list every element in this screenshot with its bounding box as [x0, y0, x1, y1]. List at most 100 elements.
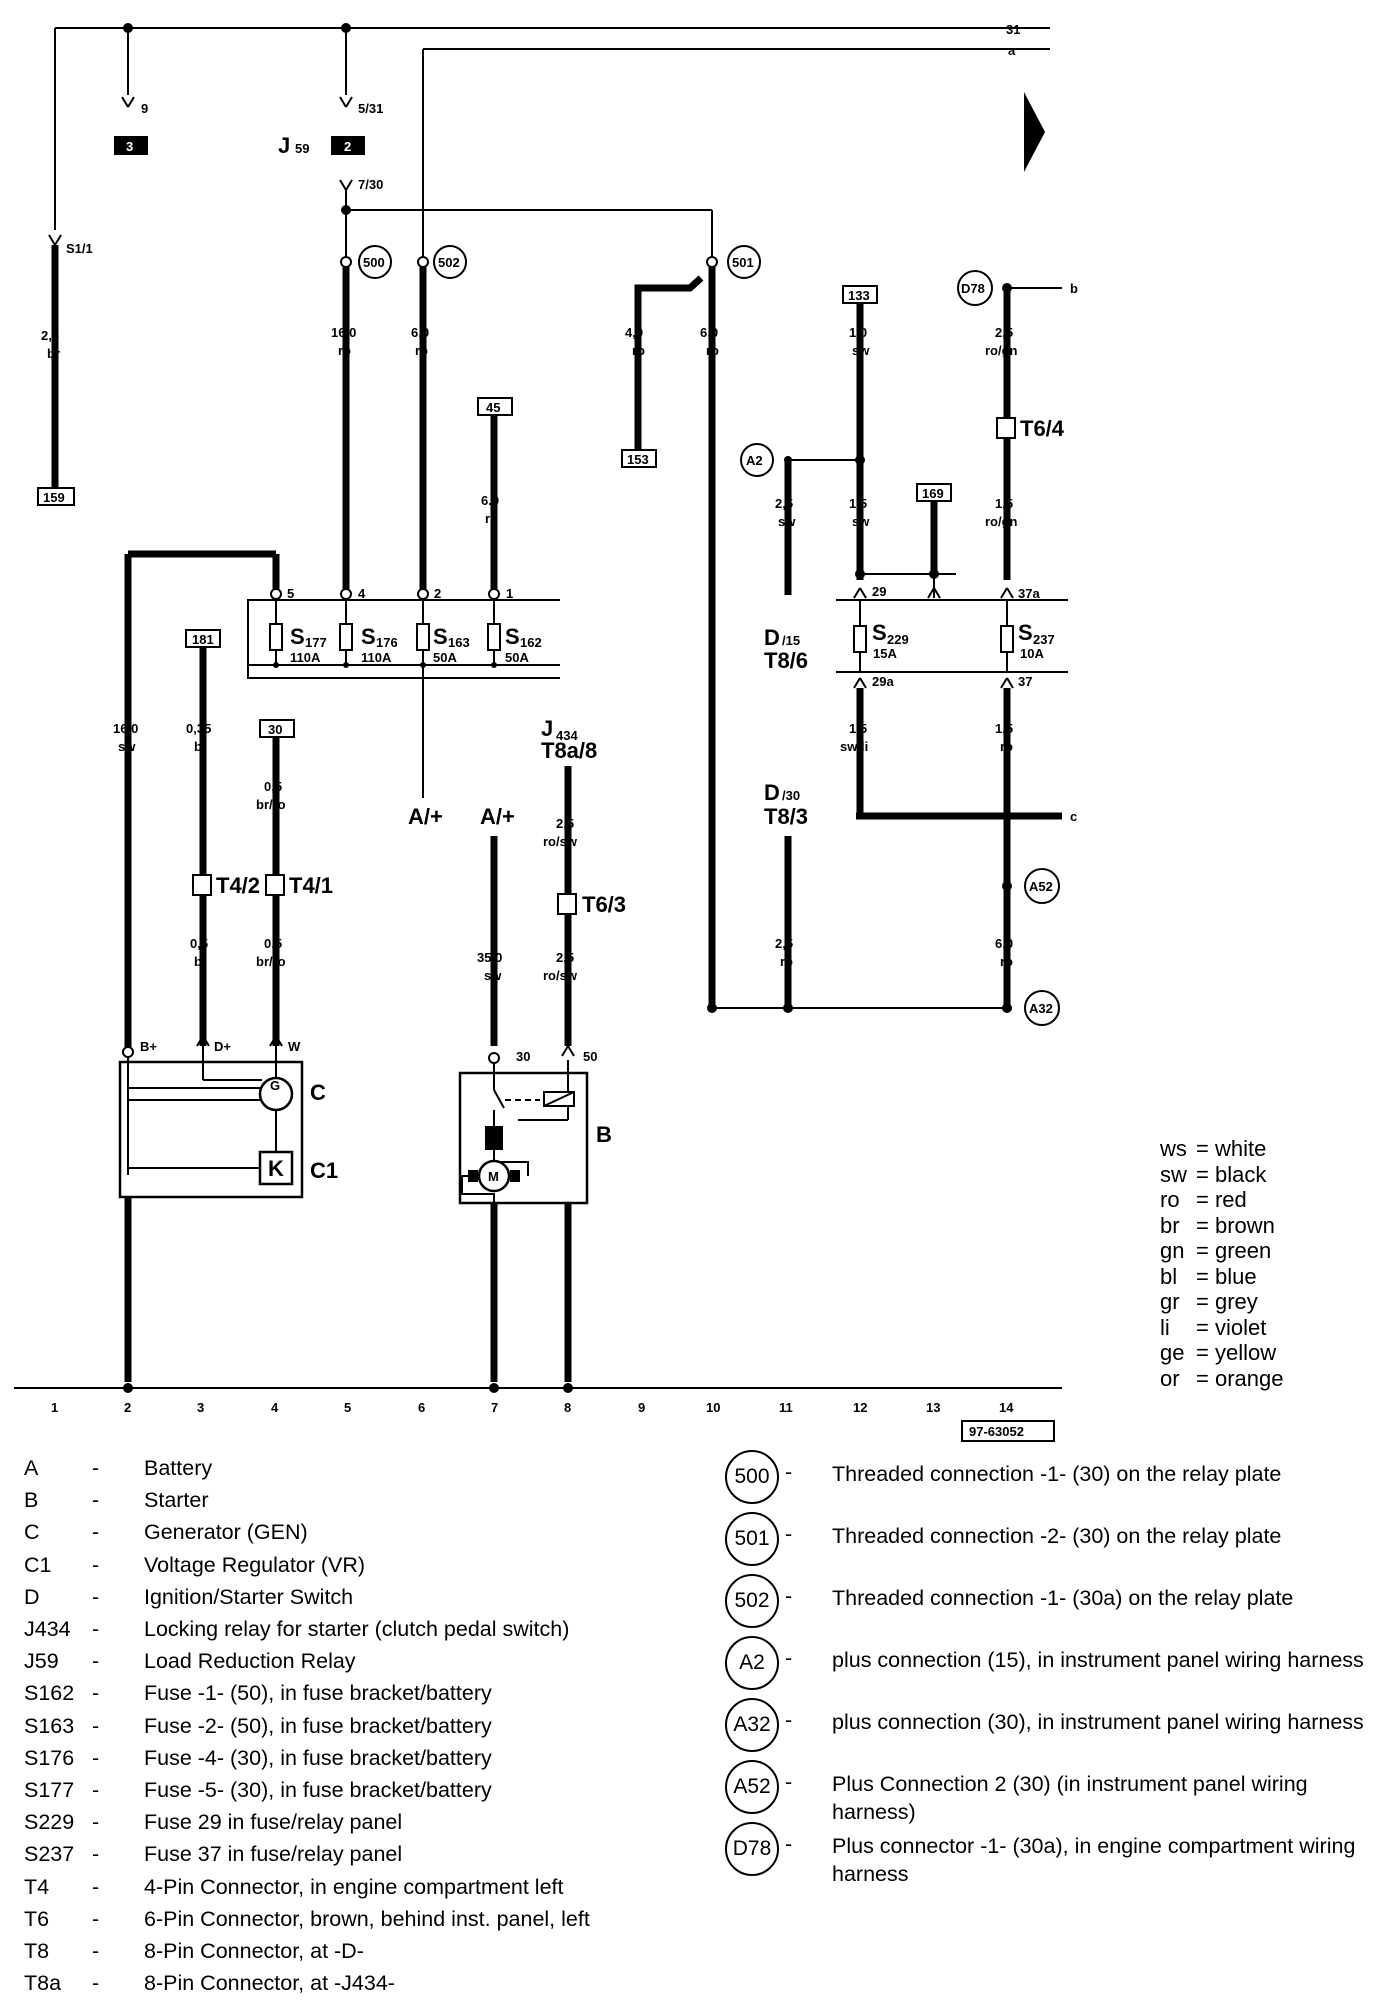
- starter: 30 50 M B: [458, 1045, 612, 1210]
- legend-code: S237: [24, 1842, 75, 1867]
- wire-size: 2,5: [41, 328, 59, 343]
- gen-pin-d: D+: [214, 1039, 231, 1054]
- legend-dash: -: [92, 1456, 100, 1480]
- legend-dash: -: [785, 1522, 793, 1546]
- wiring-diagram: 31 a S1/1 2,5 br 159 9 3 5/31 J 59 2 7/3…: [14, 22, 1078, 1442]
- legend-desc: Threaded connection -1- (30) on the rela…: [832, 1462, 1282, 1486]
- relay-terminal-3: [114, 136, 148, 155]
- legend-code: C1: [24, 1552, 52, 1577]
- color-code: or: [1160, 1365, 1180, 1391]
- connection-legend-row: 500-Threaded connection -1- (30) on the …: [725, 1450, 1365, 1512]
- svg-text:sw: sw: [778, 514, 796, 529]
- svg-text:16,0: 16,0: [113, 721, 138, 736]
- legend-desc: plus connection (30), in instrument pane…: [832, 1710, 1364, 1734]
- legend-dash: -: [92, 1713, 100, 1738]
- svg-text:176: 176: [376, 635, 398, 650]
- color-code: gr: [1160, 1289, 1180, 1314]
- fuse-s162: S 162 50A: [487, 600, 542, 665]
- svg-text:1,5: 1,5: [995, 496, 1013, 511]
- track-numbers: 1 2 3 4 5 6 7 8 9 10 11 12 13 14: [51, 1400, 1014, 1415]
- fuse-block-pin: 1: [506, 586, 513, 601]
- connection-circle: 501: [725, 1512, 779, 1566]
- connection-legend-row: A2-plus connection (15), in instrument p…: [725, 1636, 1365, 1698]
- svg-text:6,0: 6,0: [995, 936, 1013, 951]
- legend-desc: Ignition/Starter Switch: [144, 1584, 354, 1609]
- legend-desc: 8-Pin Connector, at -J434-: [144, 1971, 395, 1996]
- svg-text:50A: 50A: [505, 650, 529, 665]
- connection-legend-row: D78-Plus connector -1- (30a), in engine …: [725, 1822, 1365, 1886]
- connector-t63: T6/3: [582, 892, 626, 917]
- generator-regulator: G K B+ D+ W C C1: [118, 1035, 338, 1199]
- svg-text:0,35: 0,35: [186, 721, 211, 736]
- svg-text:ro: ro: [632, 343, 645, 358]
- legend-code: T4: [24, 1874, 50, 1899]
- svg-text:M: M: [488, 1169, 499, 1184]
- wire-color: br: [47, 346, 60, 361]
- svg-text:2: 2: [344, 139, 351, 154]
- legend-desc: Locking relay for starter (clutch pedal …: [144, 1617, 570, 1642]
- legend-dash: -: [92, 1617, 100, 1642]
- color-name: = red: [1196, 1187, 1247, 1212]
- legend-desc: Plus Connection 2 (30) (in instrument pa…: [832, 1772, 1308, 1824]
- legend-code: S177: [24, 1778, 75, 1803]
- svg-text:S: S: [1018, 620, 1033, 645]
- legend-code: S163: [24, 1713, 75, 1738]
- legend-code: J59: [24, 1649, 59, 1674]
- color-key-row: ro= red: [1160, 1187, 1283, 1213]
- starter-label: B: [596, 1122, 612, 1147]
- color-key-row: sw = black: [1160, 1162, 1283, 1188]
- battery-plus-label-2: A/+: [480, 804, 515, 829]
- ref-box-159: [37, 487, 75, 506]
- pin-730: 7/30: [358, 177, 383, 192]
- svg-text:S: S: [361, 624, 376, 649]
- ignition-switch-d15: D: [764, 625, 780, 650]
- svg-text:35,0: 35,0: [477, 950, 502, 965]
- legend-code: S229: [24, 1810, 75, 1835]
- color-name: = black: [1196, 1161, 1267, 1187]
- legend-row: T4-4-Pin Connector, in engine compartmen…: [24, 1871, 590, 1903]
- legend-dash: -: [92, 1939, 100, 1964]
- svg-text:50A: 50A: [433, 650, 457, 665]
- j434-label: J: [541, 716, 553, 741]
- svg-text:6,0: 6,0: [700, 325, 718, 340]
- svg-text:12: 12: [853, 1400, 867, 1415]
- bus-31-label: 31: [1006, 22, 1020, 37]
- svg-text:A52: A52: [1029, 879, 1053, 894]
- connector-t8a8: T8a/8: [541, 738, 597, 763]
- svg-text:15A: 15A: [873, 646, 897, 661]
- svg-text:501: 501: [732, 255, 754, 270]
- svg-text:S: S: [290, 624, 305, 649]
- svg-text:45: 45: [486, 400, 500, 415]
- legend-desc: Fuse -5- (30), in fuse bracket/battery: [144, 1778, 492, 1803]
- fuse-s176: S 176 110A: [339, 600, 398, 665]
- legend-dash: -: [92, 1584, 100, 1609]
- svg-text:11: 11: [779, 1400, 793, 1415]
- legend-dash: -: [92, 1649, 100, 1674]
- legend-code: D: [24, 1584, 40, 1609]
- legend-row: A-Battery: [24, 1452, 590, 1484]
- legend-desc: 8-Pin Connector, at -D-: [144, 1939, 364, 1964]
- svg-text:ro: ro: [338, 343, 351, 358]
- legend-code: T8: [24, 1939, 50, 1964]
- legend-desc: Fuse 37 in fuse/relay panel: [144, 1842, 403, 1867]
- legend-row: T8a-8-Pin Connector, at -J434-: [24, 1967, 590, 1999]
- voltage-regulator-symbol: [258, 1150, 294, 1186]
- color-code: sw: [1160, 1161, 1187, 1187]
- color-name: = white: [1196, 1136, 1267, 1161]
- svg-text:4,0: 4,0: [625, 325, 643, 340]
- svg-text:181: 181: [192, 632, 214, 647]
- fuse-block-pin: 4: [358, 586, 366, 601]
- connection-circle: 500: [725, 1450, 779, 1504]
- color-key-row: gr= grey: [1160, 1289, 1283, 1315]
- legend-dash: -: [92, 1681, 100, 1706]
- svg-text:G: G: [270, 1078, 280, 1093]
- svg-text:110A: 110A: [361, 650, 392, 665]
- svg-text:S: S: [433, 624, 448, 649]
- svg-text:sw/li: sw/li: [840, 739, 868, 754]
- motor-symbol: [477, 1159, 511, 1193]
- legend-row: D - Ignition/Starter Switch: [24, 1581, 590, 1613]
- svg-text:1,5: 1,5: [849, 721, 867, 736]
- ignition-switch-d30: D: [764, 780, 780, 805]
- fuse-block-pin: 5: [287, 586, 294, 601]
- svg-text:1,0: 1,0: [849, 325, 867, 340]
